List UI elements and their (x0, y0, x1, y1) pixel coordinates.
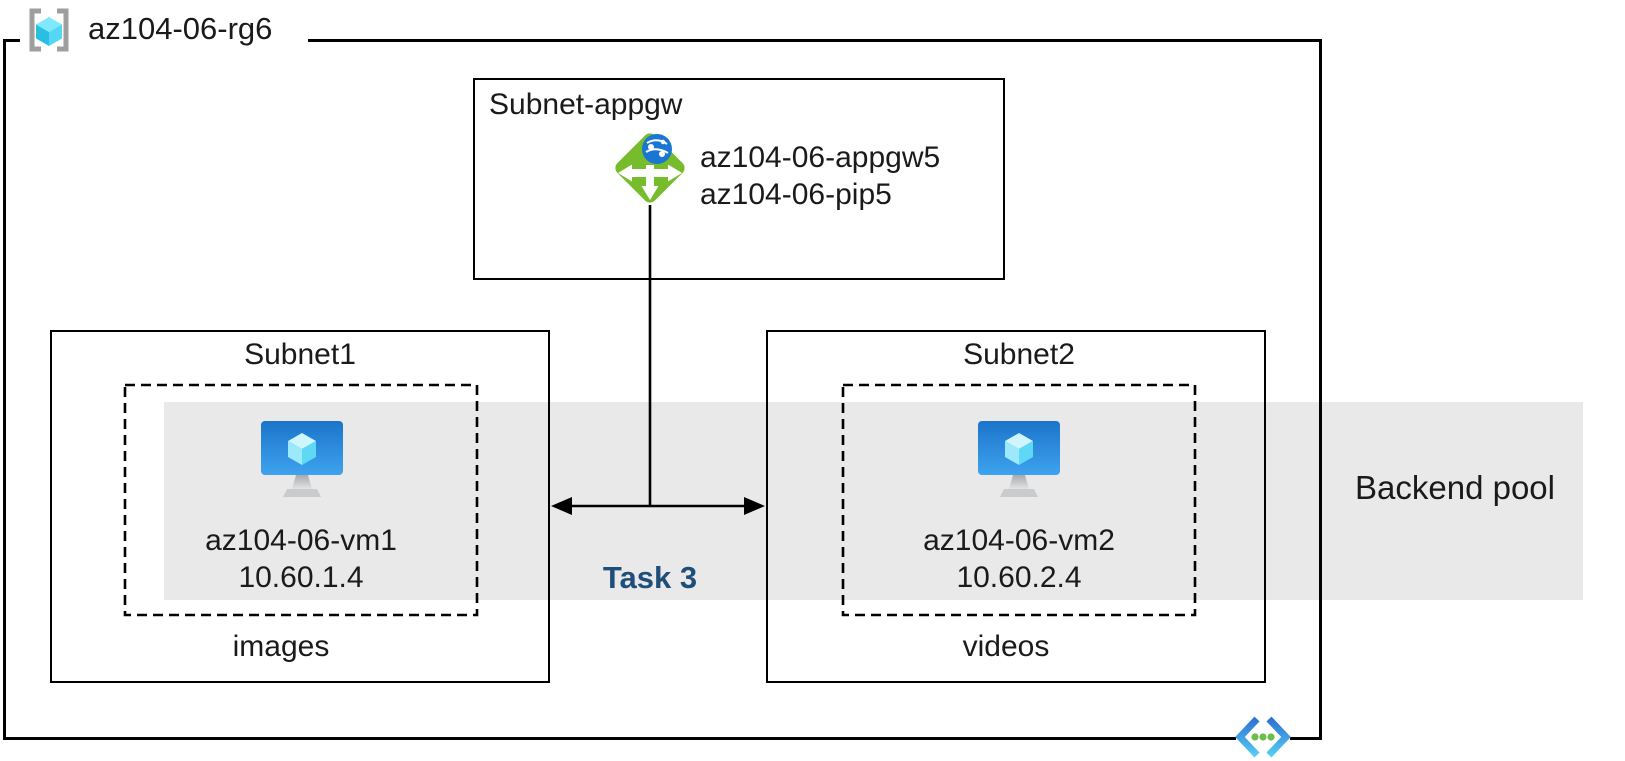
gateway-subnet-name: Subnet-appgw (489, 88, 683, 121)
resource-group-icon (29, 8, 69, 52)
resource-group-name: az104-06-rg6 (88, 11, 273, 46)
vm2-name: az104-06-vm2 (923, 524, 1115, 557)
application-gateway-name: az104-06-appgw5 (700, 141, 941, 174)
virtual-network-icon (1235, 716, 1291, 758)
gateway-labels: az104-06-appgw5 az104-06-pip5 (700, 139, 940, 213)
virtual-machine-icon (261, 421, 343, 497)
application-gateway-icon (615, 133, 685, 203)
subnet2-name: Subnet2 (963, 338, 1075, 371)
vm2-labels: az104-06-vm2 10.60.2.4 (843, 522, 1195, 596)
subnet1-caption: images (232, 630, 330, 663)
subnet1-box (50, 330, 550, 683)
subnet1-name: Subnet1 (244, 338, 356, 371)
resource-group-box (3, 39, 1322, 740)
task-label: Task 3 (602, 560, 698, 595)
virtual-machine-icon (978, 421, 1060, 497)
public-ip-name: az104-06-pip5 (700, 178, 892, 211)
resource-group-title-mask (20, 33, 308, 46)
vm2-ip: 10.60.2.4 (956, 561, 1082, 594)
gateway-subnet-box (473, 78, 1005, 280)
vm1-labels: az104-06-vm1 10.60.1.4 (125, 522, 477, 596)
vm1-ip: 10.60.1.4 (238, 561, 364, 594)
subnet2-caption: videos (962, 630, 1050, 663)
backend-pool-label: Backend pool (1355, 469, 1555, 506)
subnet2-box (766, 330, 1266, 683)
vm1-name: az104-06-vm1 (205, 524, 397, 557)
